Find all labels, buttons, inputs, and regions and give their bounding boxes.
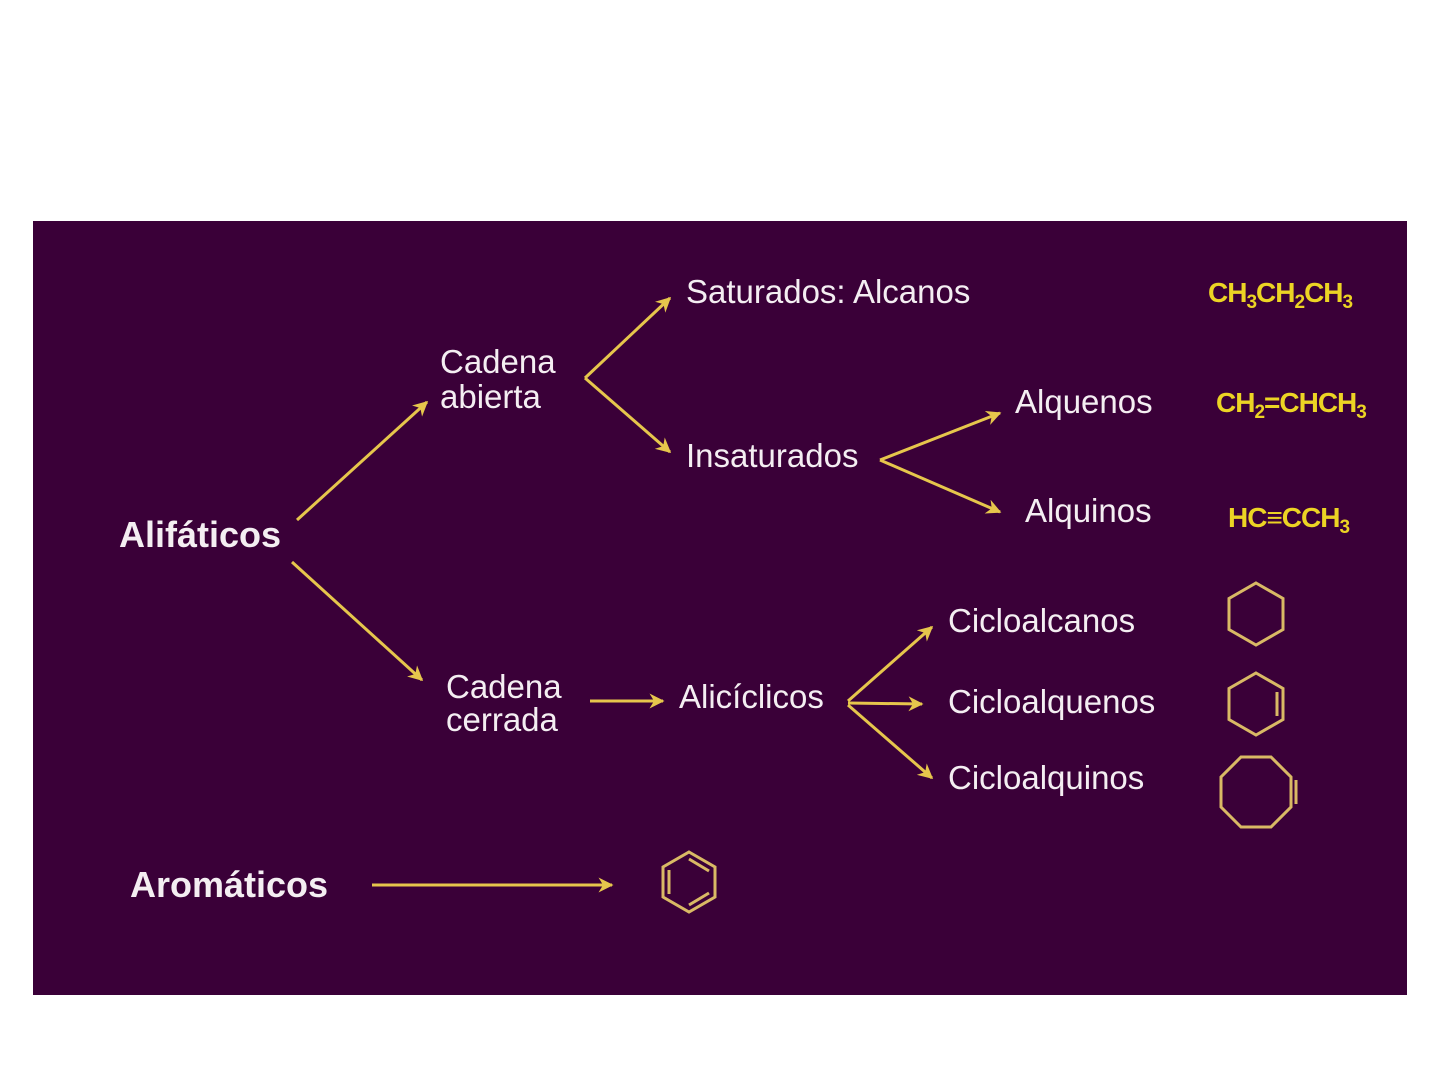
benzene-icon xyxy=(661,850,717,914)
label-cycloalkenes: Cicloalquenos xyxy=(948,683,1155,720)
formula-propene: CH2=CHCH3 xyxy=(1216,387,1366,423)
label-unsaturated: Insaturados xyxy=(686,437,858,474)
label-cycloalkanes: Cicloalcanos xyxy=(948,602,1135,639)
arrow-to-alkenes xyxy=(879,410,1002,462)
label-aliphatic: Alifáticos xyxy=(119,514,281,555)
label-alicyclic: Alicíclicos xyxy=(679,678,824,715)
arrow-to-open-chain xyxy=(295,400,429,522)
cyclohexane-icon xyxy=(1227,581,1285,647)
label-alkenes: Alquenos xyxy=(1015,383,1153,420)
label-cycloalkynes: Cicloalquinos xyxy=(948,759,1144,796)
arrows xyxy=(290,296,1002,893)
arrow-to-saturated xyxy=(583,296,672,380)
arrow-to-cycloalkanes xyxy=(847,625,934,703)
arrow-to-unsaturated xyxy=(584,376,672,454)
diagram-panel xyxy=(33,221,1407,995)
label-open-chain-line1: Cadena xyxy=(440,343,556,380)
cyclohexene-icon xyxy=(1227,671,1285,737)
label-open-chain-line2: abierta xyxy=(440,378,542,415)
label-closed-chain-line2: cerrada xyxy=(446,701,559,738)
label-saturated: Saturados: Alcanos xyxy=(686,273,970,310)
cyclooctyne-icon xyxy=(1219,755,1298,829)
label-aromatic: Aromáticos xyxy=(130,864,328,905)
formula-propane: CH3CH2CH3 xyxy=(1208,277,1353,313)
arrow-to-cycloalkynes xyxy=(847,703,934,780)
arrow-to-cycloalkenes xyxy=(847,696,924,712)
arrow-to-alkynes xyxy=(879,458,1002,514)
label-closed-chain-line1: Cadena xyxy=(446,668,562,705)
arrow-to-closed-chain xyxy=(290,560,424,682)
label-alkynes: Alquinos xyxy=(1025,492,1152,529)
formula-propyne: HC≡CCH3 xyxy=(1228,502,1349,538)
